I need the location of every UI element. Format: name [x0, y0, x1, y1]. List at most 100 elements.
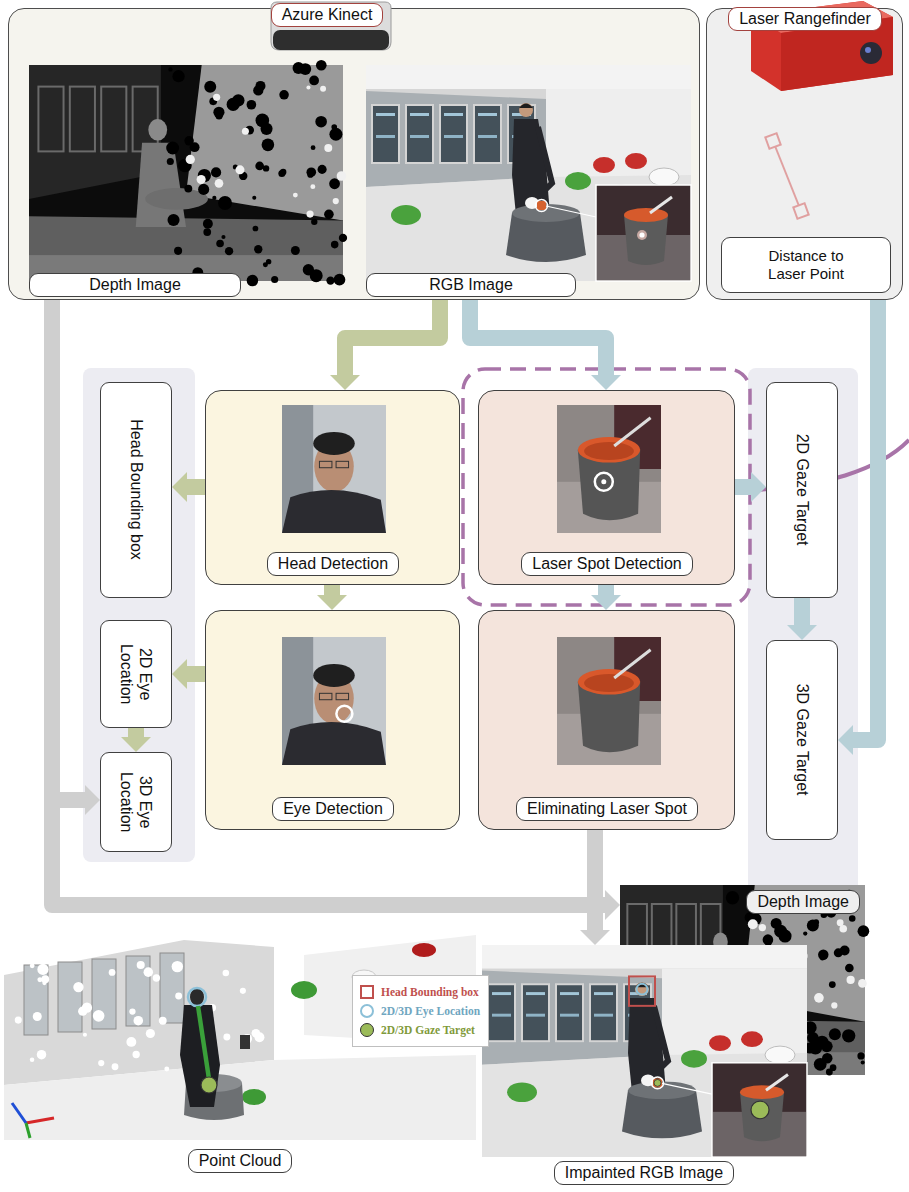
arrow-head [172, 659, 187, 689]
zoom-inset [712, 1063, 807, 1157]
node-label: 3D Eye Location [117, 760, 155, 844]
arrow-head [317, 595, 347, 610]
depth-hole [280, 169, 286, 175]
depth-hole [318, 165, 327, 174]
depth-hole [842, 1029, 855, 1042]
red-chair [625, 153, 647, 169]
depth-speck [320, 86, 326, 92]
node-label: Laser Rangefinder [728, 7, 882, 31]
legend-label: 2D/3D Eye Location [381, 1005, 480, 1017]
depth-hole [253, 226, 259, 232]
depth-hole [326, 276, 334, 284]
depth-head [148, 119, 167, 141]
hair [313, 664, 355, 687]
depth-hole [260, 123, 272, 135]
depth-hole [804, 1042, 815, 1053]
cloud-hole [30, 1057, 35, 1062]
depth-hole [254, 245, 262, 253]
depth-hole [262, 139, 275, 152]
depth-hole [780, 1001, 793, 1014]
axis-y [26, 1123, 30, 1138]
legend-item: 2D/3D Gaze Target [359, 1022, 480, 1038]
red-chair [741, 1031, 763, 1047]
depth-speck [242, 128, 249, 135]
depth-speck [293, 193, 298, 198]
cloud-chair [291, 981, 317, 999]
depth-speck [767, 950, 773, 956]
scene-photo [482, 945, 807, 1157]
depth-person [136, 143, 186, 227]
node-label: Head Bounding box [126, 390, 145, 590]
distance-end [793, 203, 808, 218]
depth-hole [773, 973, 783, 983]
depth-hole [334, 274, 346, 286]
cloud-floor [4, 1055, 476, 1140]
output-band [748, 368, 858, 900]
node-label: Laser Spot Detection [521, 552, 692, 576]
window-light [478, 113, 497, 116]
depth-hole [167, 214, 179, 226]
window-pane [474, 105, 501, 163]
distance-symbol [773, 141, 801, 211]
person-arm [538, 127, 552, 191]
depth-speck [337, 171, 347, 181]
glasses [319, 693, 331, 699]
window-light [594, 992, 613, 995]
photo-background [282, 405, 386, 533]
output-box: 2D Eye Location [100, 620, 172, 728]
cloud-hole [126, 1037, 136, 1047]
depth-window [101, 87, 126, 152]
window-light [478, 135, 497, 138]
window-light [560, 1014, 579, 1017]
depth-hole [247, 100, 257, 110]
window-light [376, 135, 395, 138]
green-chair [391, 205, 421, 225]
depth-hole [329, 128, 342, 141]
cloud-wall [4, 940, 274, 1085]
output-box: 3D Gaze Target [766, 640, 838, 840]
leader-line [546, 206, 596, 217]
sensor-panel: Azure KinectDepth ImageRGB Image [8, 8, 700, 300]
zoom-cup-top [624, 208, 668, 222]
flow-arrow [121, 728, 151, 752]
cloud-hole [37, 964, 48, 975]
depth-speck [800, 952, 808, 960]
arrow-head [787, 625, 817, 640]
axis-x [26, 1118, 54, 1123]
jacket [282, 722, 386, 765]
window-pane [488, 984, 515, 1041]
depth-window [652, 904, 672, 961]
depth-floor [29, 216, 343, 281]
depth-hole [733, 1006, 743, 1016]
result-image: Impainted RGB Image [482, 945, 807, 1187]
node-label: 2D Gaze Target [792, 390, 811, 590]
process-box: Eliminating Laser Spot [478, 610, 735, 830]
kettle [641, 1075, 655, 1087]
arrow-head [591, 375, 621, 390]
depth-hole [221, 235, 225, 239]
depth-speck [197, 175, 206, 184]
node-label: Eliminating Laser Spot [516, 797, 698, 821]
depth-side-wall [186, 65, 343, 221]
zoom-spoon [650, 197, 672, 213]
flow-arrow [591, 585, 621, 610]
head-box [629, 976, 655, 1005]
cloud-hole [133, 1016, 143, 1026]
laser-glow [637, 230, 647, 240]
depth-hole [172, 70, 184, 82]
cloud-hole [112, 1063, 119, 1070]
depth-hole [739, 1068, 744, 1073]
depth-hole [167, 158, 174, 165]
window-light [526, 1014, 545, 1017]
legend-box: Head Bounding box2D/3D Eye Location2D/3D… [352, 975, 489, 1047]
window-pane [556, 984, 583, 1041]
depth-hole [849, 915, 856, 922]
flow-arrow [787, 598, 817, 640]
depth-hole [211, 167, 221, 177]
scene-photo [366, 65, 691, 281]
depth-hole [331, 124, 337, 130]
highlight-frame [463, 369, 750, 605]
depth-hole [306, 167, 316, 177]
red-chair [709, 1035, 731, 1051]
